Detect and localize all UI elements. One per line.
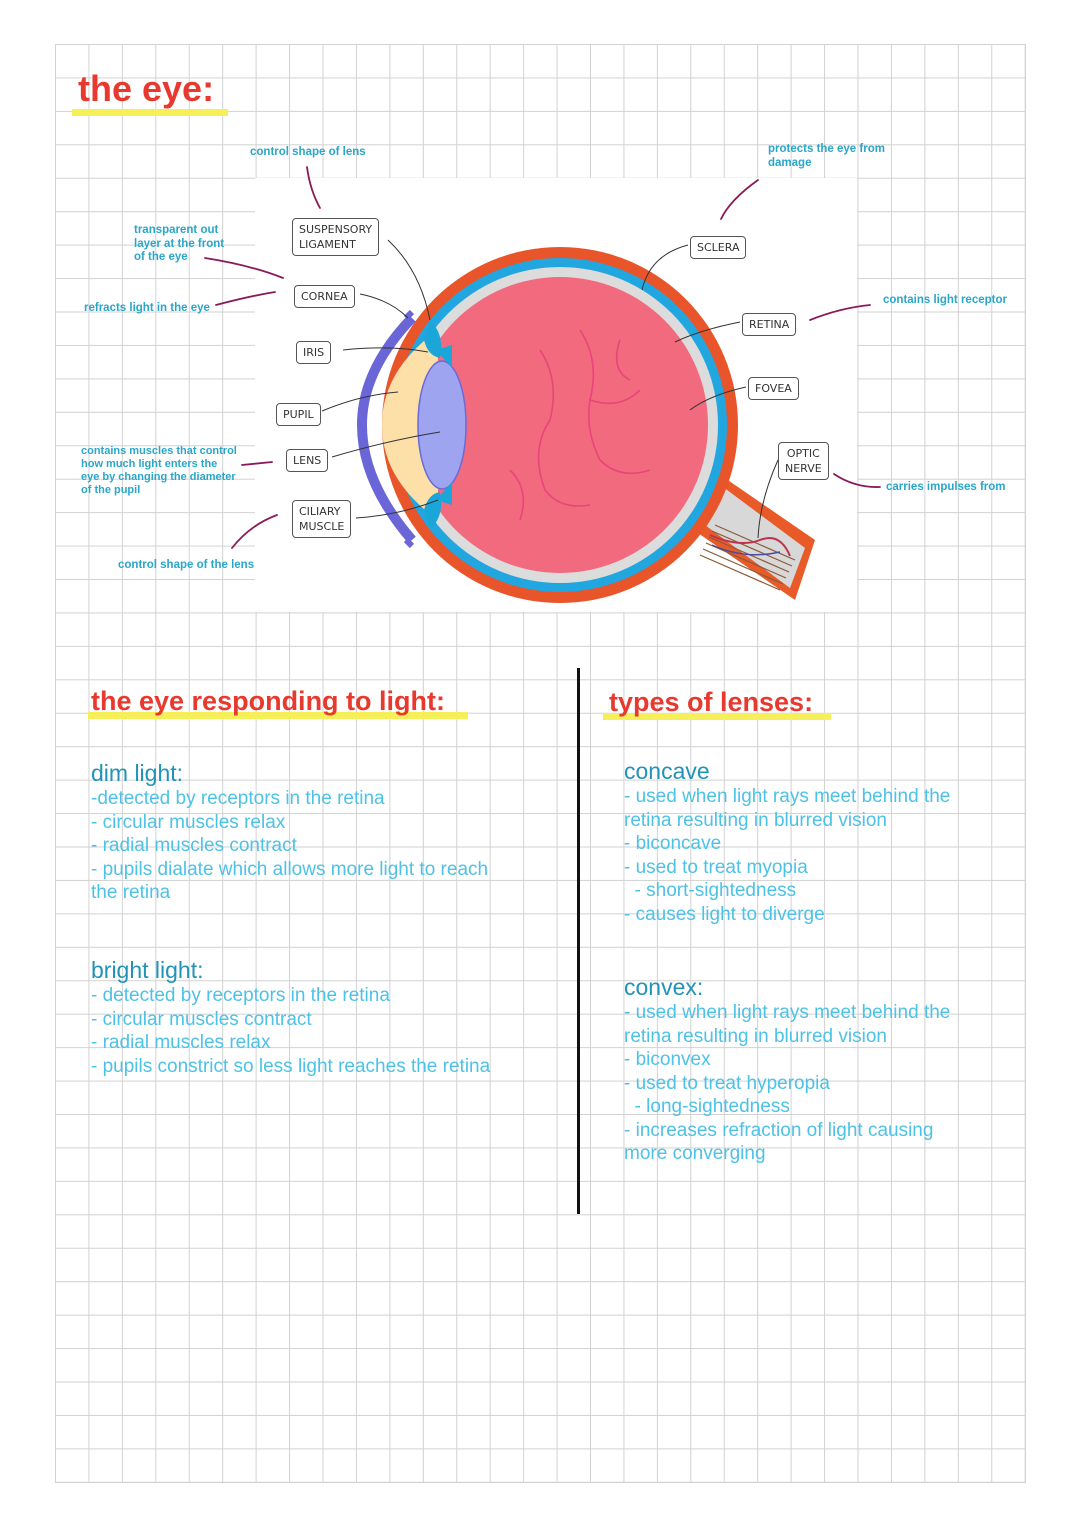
- label-cornea: CORNEA: [294, 285, 355, 308]
- label-fovea: FOVEA: [748, 377, 799, 400]
- lens: [417, 360, 467, 490]
- page-title: the eye:: [78, 68, 215, 109]
- concave-line-6: - causes light to diverge: [624, 903, 825, 925]
- convex-line-7: more converging: [624, 1143, 766, 1164]
- convex-heading: convex:: [624, 974, 704, 1000]
- nerve-vessel-2: [711, 544, 781, 556]
- convex-line-5: - long-sightedness: [624, 1096, 790, 1117]
- concave-line-5: - short-sightedness: [624, 880, 797, 901]
- dim-line-4: - pupils dialate which allows more light…: [91, 858, 489, 880]
- annotation-iris-line2: how much light enters the: [81, 458, 218, 470]
- aqueous-humour: [382, 330, 438, 520]
- label-iris: IRIS: [296, 341, 332, 364]
- bright-line-2: - circular muscles contract: [91, 1008, 312, 1030]
- pointer-lines: [321, 239, 779, 539]
- annotation-strokes: [204, 166, 881, 549]
- concave-line-2: retina resulting in blurred vision: [624, 809, 887, 831]
- annotation-iris: contains muscles that control how much l…: [81, 445, 237, 497]
- concave-line-4: - used to treat myopia: [624, 856, 808, 878]
- annotation-ciliary: control shape of the lens: [118, 559, 255, 571]
- annotation-sclera-line1: protects the eye from: [768, 143, 885, 155]
- label-pupil: PUPIL: [276, 403, 321, 426]
- convex-line-2: retina resulting in blurred vision: [624, 1025, 887, 1047]
- label-retina: RETINA: [742, 313, 797, 336]
- lenses-highlight: [603, 713, 831, 720]
- annotation-cornea: transparent out layer at the front of th…: [134, 224, 224, 265]
- annotation-cornea-line3: of the eye: [134, 251, 188, 263]
- convex-section: convex: - used when light rays meet behi…: [624, 974, 1024, 1166]
- annotation-optic: carries impulses from: [886, 481, 1006, 493]
- bright-line-4: - pupils constrict so less light reaches…: [91, 1055, 491, 1077]
- label-suspensory-line1: SUSPENSORY: [299, 223, 373, 236]
- cornea: [356, 314, 416, 544]
- vitreous-body: [412, 277, 708, 573]
- responding-title: the eye responding to light:: [91, 686, 446, 716]
- concave-section: concave - used when light rays meet behi…: [624, 758, 1024, 926]
- ciliary-bottom: [436, 482, 452, 505]
- bright-light-heading: bright light:: [91, 957, 204, 983]
- label-ciliary-muscle: CILIARY MUSCLE: [292, 500, 352, 538]
- label-sclera: SCLERA: [690, 236, 747, 259]
- dim-line-2: - circular muscles relax: [91, 811, 286, 833]
- iris-top: [424, 320, 442, 358]
- bright-line-1: - detected by receptors in the retina: [91, 985, 390, 1006]
- dim-line-1: -detected by receptors in the retina: [91, 788, 385, 809]
- ciliary-top: [436, 345, 452, 368]
- retinal-vessels: [509, 329, 651, 521]
- annotation-suspensory: control shape of lens: [250, 146, 366, 158]
- label-optic-nerve: OPTIC NERVE: [778, 442, 829, 480]
- annotation-iris-line3: eye by changing the diameter: [81, 471, 236, 483]
- convex-line-3: - biconvex: [624, 1049, 711, 1070]
- concave-line-3: - biconcave: [624, 833, 722, 854]
- title-highlight: [72, 109, 228, 116]
- label-optic-line1: OPTIC: [786, 447, 820, 460]
- annotation-refracts: refracts light in the eye: [84, 302, 210, 314]
- convex-line-1: - used when light rays meet behind the: [624, 1002, 951, 1023]
- responding-highlight: [88, 712, 468, 719]
- dim-line-5: the retina: [91, 882, 171, 903]
- annotation-sclera-line2: damage: [768, 156, 812, 169]
- concave-heading: concave: [624, 758, 710, 784]
- label-suspensory-ligament: SUSPENSORY LIGAMENT: [292, 218, 380, 256]
- iris-bottom: [424, 492, 442, 530]
- annotation-cornea-line2: layer at the front: [134, 237, 225, 250]
- label-ciliary-line2: MUSCLE: [299, 520, 345, 533]
- nerve-vessel: [709, 534, 791, 557]
- dim-line-3: - radial muscles contract: [91, 835, 297, 856]
- convex-line-6: - increases refraction of light causing: [624, 1119, 934, 1141]
- annotation-iris-line4: of the pupil: [81, 484, 141, 496]
- annotation-iris-line1: contains muscles that control: [81, 445, 237, 457]
- concave-line-1: - used when light rays meet behind the: [624, 786, 951, 807]
- dim-light-heading: dim light:: [91, 760, 184, 786]
- bright-line-3: - radial muscles relax: [91, 1032, 271, 1053]
- convex-line-4: - used to treat hyperopia: [624, 1072, 830, 1094]
- annotation-cornea-line1: transparent out: [134, 224, 219, 236]
- label-lens: LENS: [286, 449, 329, 472]
- lenses-title: types of lenses:: [609, 687, 814, 717]
- eye-diagram: [204, 166, 881, 603]
- annotation-retina: contains light receptor: [883, 294, 1007, 306]
- label-optic-line2: NERVE: [785, 462, 822, 475]
- column-divider: [577, 668, 580, 1214]
- dim-light-section: dim light: -detected by receptors in the…: [91, 760, 571, 905]
- bright-light-section: bright light: - detected by receptors in…: [91, 957, 571, 1078]
- label-ciliary-line1: CILIARY: [299, 505, 341, 518]
- label-suspensory-line2: LIGAMENT: [299, 238, 356, 251]
- annotation-sclera: protects the eye from damage: [768, 143, 885, 170]
